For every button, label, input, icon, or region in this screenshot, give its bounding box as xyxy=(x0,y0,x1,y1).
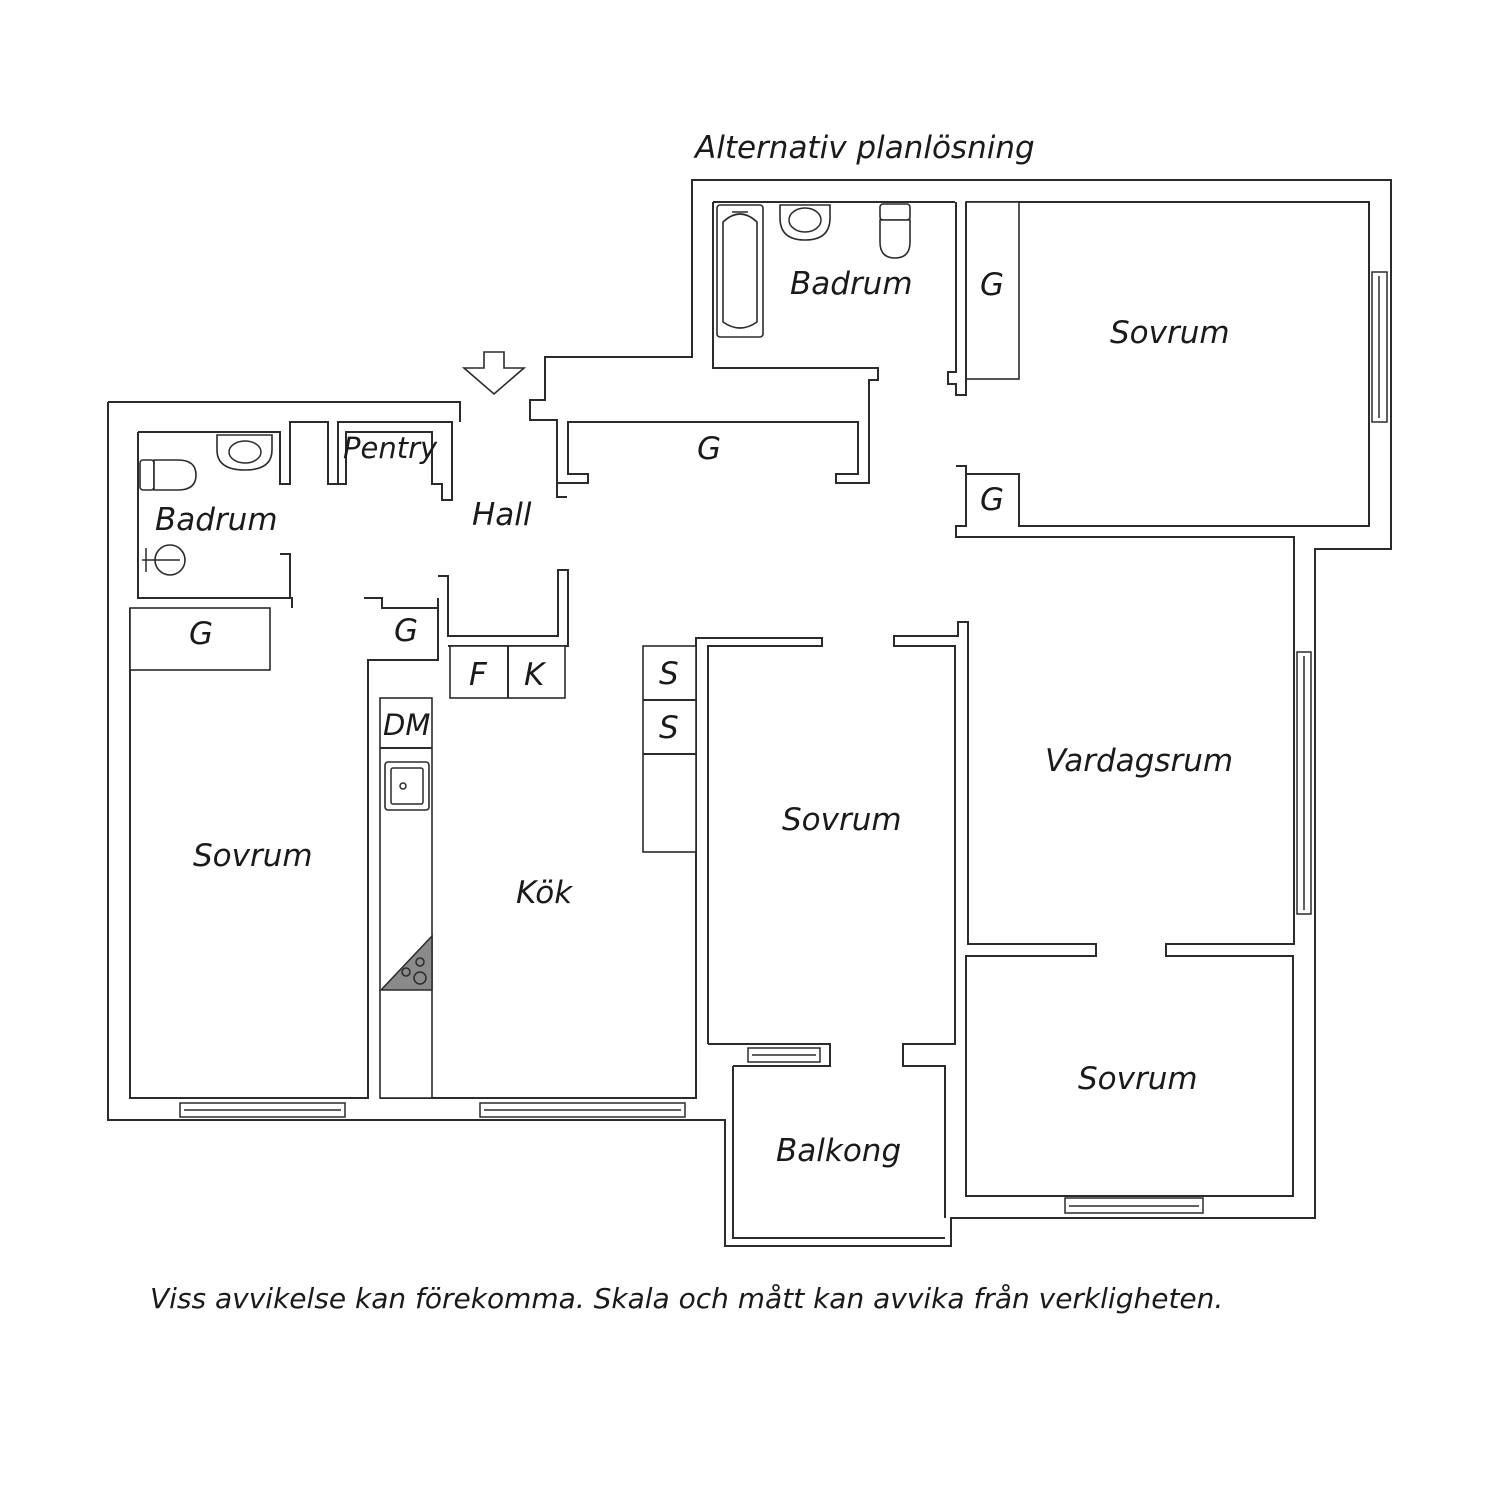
label-bedroom-middle: Sovrum xyxy=(782,802,902,838)
label-closet-corridor: G xyxy=(697,431,721,467)
label-freezer: K xyxy=(524,657,547,693)
windows xyxy=(179,271,1388,1214)
bedroom-top-right-walls xyxy=(893,201,1370,1218)
outer-walls xyxy=(107,179,1392,1247)
stove-icon xyxy=(379,934,433,991)
label-cabinet-1: S xyxy=(659,656,679,692)
label-balcony: Balkong xyxy=(776,1133,901,1169)
label-bedroom-left: Sovrum xyxy=(193,838,313,874)
label-bath-top: Badrum xyxy=(790,266,913,302)
label-closet-left: G xyxy=(189,616,213,652)
label-closet-top-b: G xyxy=(980,482,1004,518)
disclaimer: Viss avvikelse kan förekomma. Skala och … xyxy=(150,1282,1223,1315)
label-closet-mid: G xyxy=(394,613,418,649)
label-dishwasher: DM xyxy=(383,708,430,742)
label-kitchen: Kök xyxy=(516,875,573,911)
shower-icon xyxy=(142,544,186,576)
label-bedroom-bottom-right: Sovrum xyxy=(1078,1061,1198,1097)
label-hall: Hall xyxy=(472,497,532,533)
balcony-walls xyxy=(708,1043,945,1239)
label-fridge: F xyxy=(469,657,488,693)
bathroom-top-walls xyxy=(545,201,955,498)
toilet-icon xyxy=(879,203,911,259)
plan-title: Alternativ planlösning xyxy=(693,130,1035,166)
label-cabinet-2: S xyxy=(659,710,679,746)
label-bedroom-top-right: Sovrum xyxy=(1110,315,1230,351)
label-living-room: Vardagsrum xyxy=(1045,743,1233,779)
sink-icon xyxy=(216,434,273,471)
label-bath-left: Badrum xyxy=(155,502,278,538)
entrance-arrow-icon xyxy=(461,351,527,396)
sink-icon xyxy=(779,204,831,241)
kitchen-sink-icon xyxy=(384,761,430,811)
bathtub-icon xyxy=(716,204,764,338)
label-pentry: Pentry xyxy=(343,431,438,465)
label-closet-top-a: G xyxy=(980,267,1004,303)
toilet-icon xyxy=(139,459,197,491)
